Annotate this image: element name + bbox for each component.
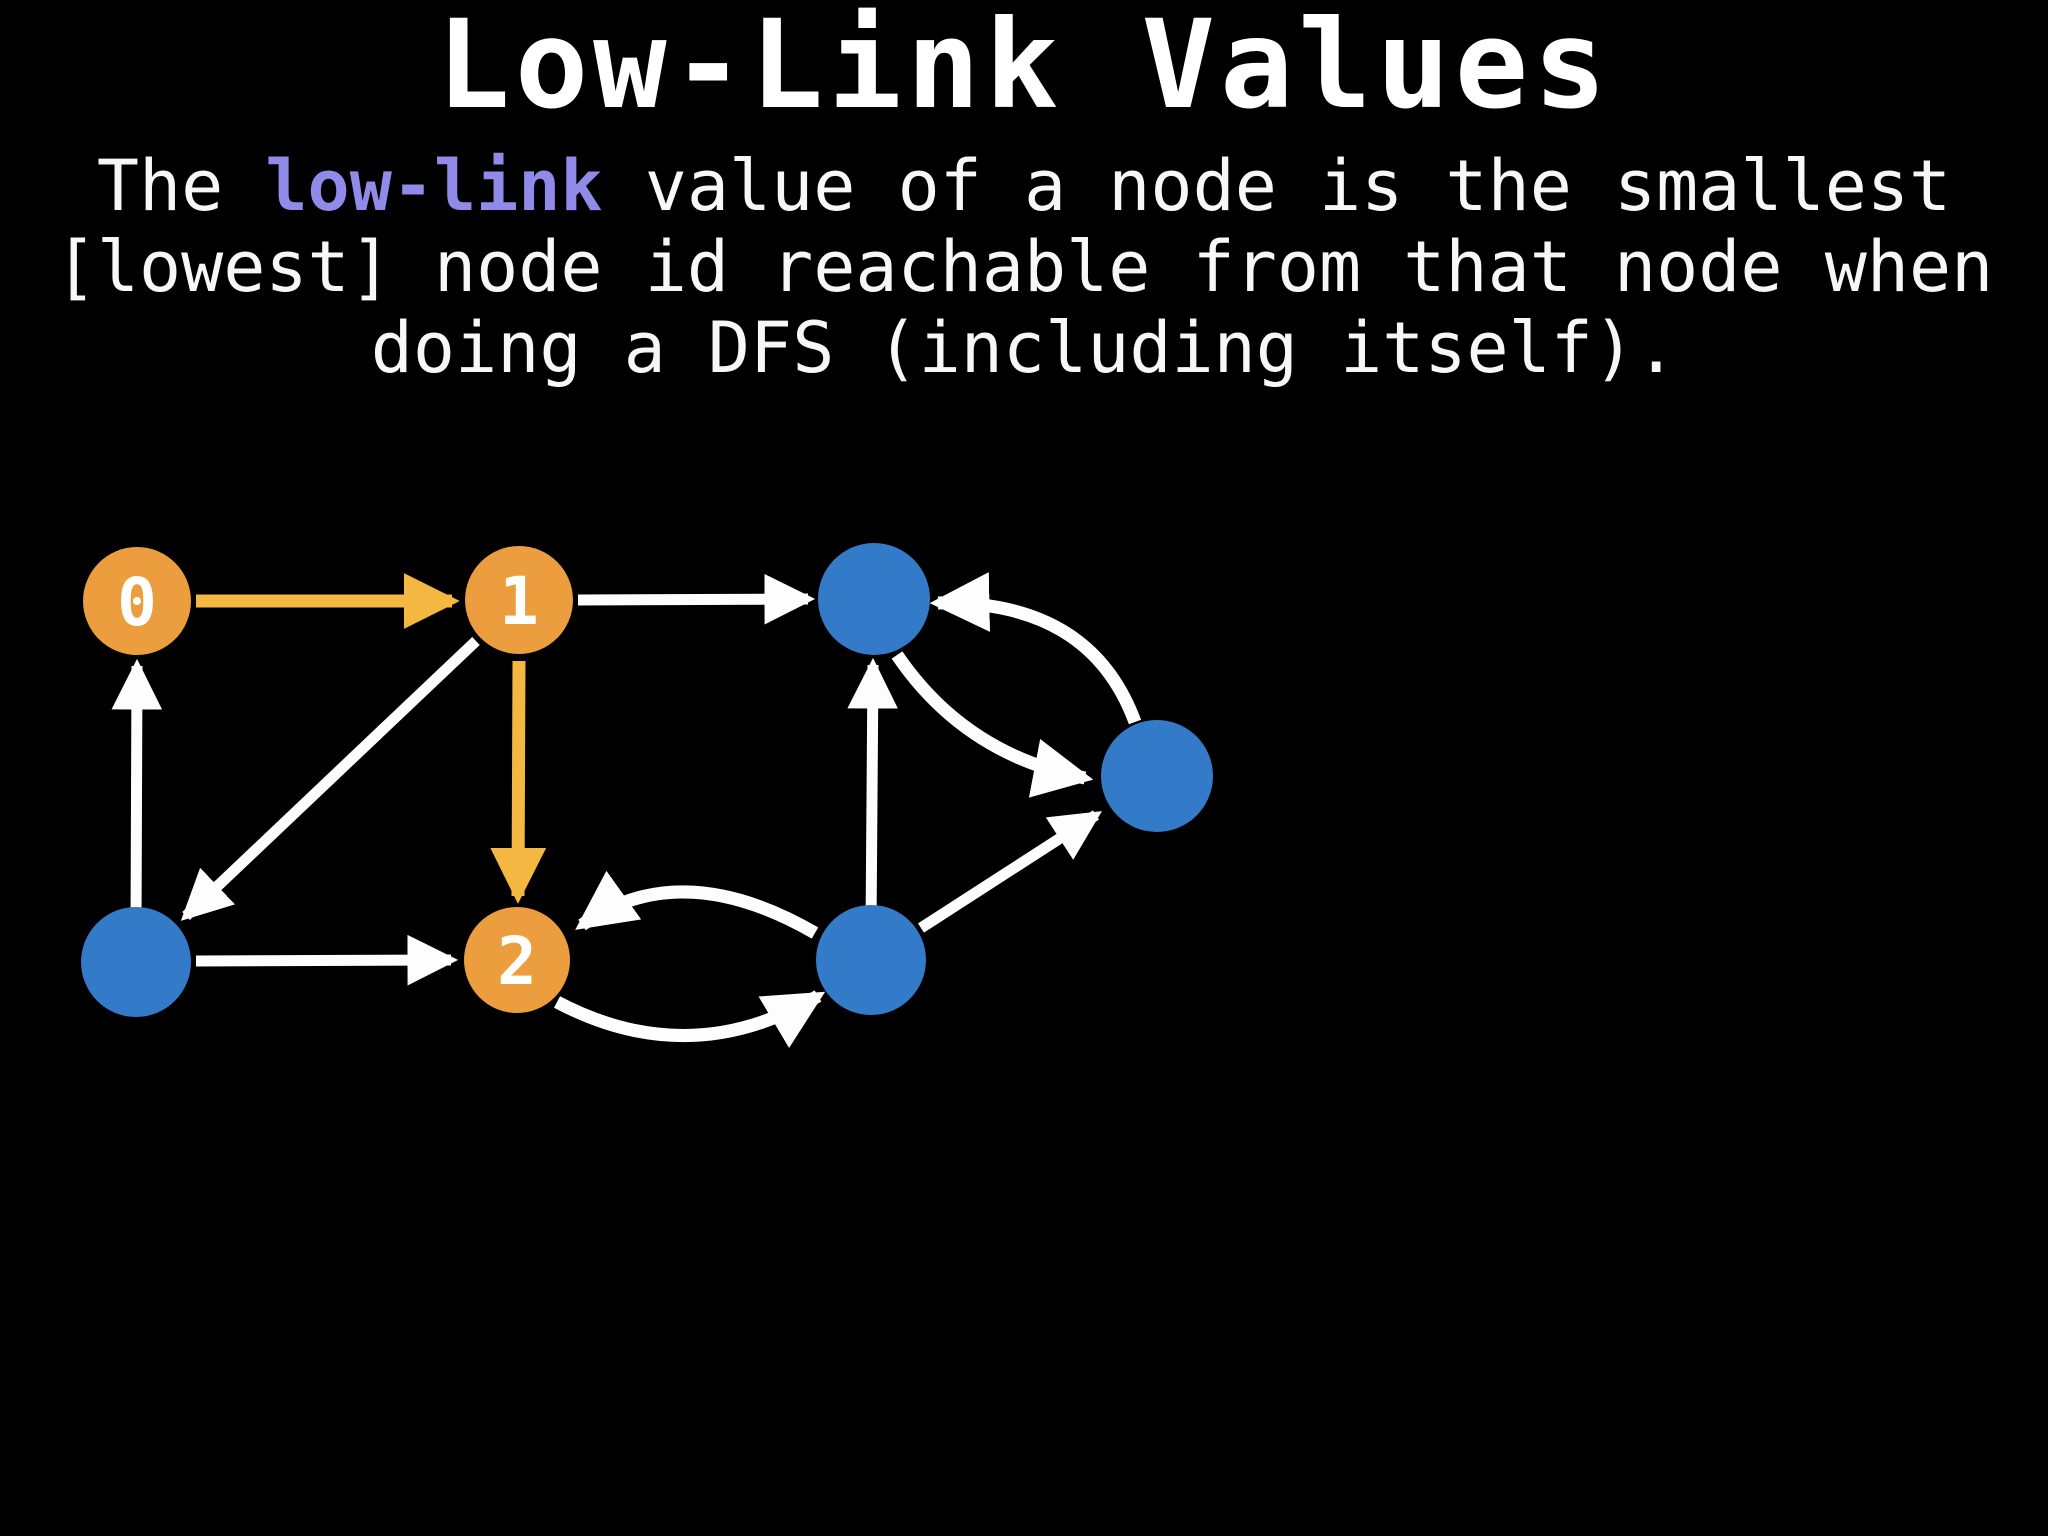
- node-bottom-mid-blue: [816, 905, 926, 1015]
- edge-1-to-2-dfs-arrow: [490, 660, 547, 904]
- node-2: [464, 907, 570, 1013]
- edge-1-to-top-blue: [577, 573, 816, 625]
- node-1-label: 1: [499, 563, 539, 640]
- edge-bottom-left-blue-to-2: [195, 934, 459, 986]
- edge-bottom-mid-blue-to-2-curved: [575, 870, 819, 939]
- edge-bottom-mid-blue-to-right-blue: [918, 810, 1102, 933]
- subtitle: The low-link value of a node is the smal…: [0, 146, 2048, 389]
- subtitle-line1-after: value of a node is the smallest: [602, 145, 1952, 227]
- subtitle-line-3: doing a DFS (including itself).: [370, 307, 1678, 389]
- edge-right-blue-to-top-blue-curved: [929, 572, 1142, 725]
- edge-2-to-bottom-mid-blue-curved: [553, 990, 826, 1048]
- node-right-blue: [1101, 720, 1213, 832]
- node-top-blue: [818, 543, 930, 655]
- page-title: Low-Link Values: [436, 0, 1612, 136]
- node-bottom-left-blue: [81, 907, 191, 1017]
- node-2-label: 2: [497, 923, 537, 1000]
- subtitle-line-2: [lowest] node id reachable from that nod…: [54, 226, 1994, 308]
- node-0: [83, 547, 191, 655]
- subtitle-line-1: The low-link value of a node is the smal…: [0, 146, 2048, 227]
- node-1: [465, 546, 573, 654]
- edge-bottom-mid-blue-to-top-blue: [847, 657, 898, 931]
- edge-top-blue-to-right-blue-curved: [891, 651, 1094, 798]
- node-0-label: 0: [117, 564, 157, 641]
- edge-1-to-bottom-left-blue: [180, 637, 480, 921]
- subtitle-line1-before: The: [96, 145, 266, 227]
- edge-bottom-left-blue-to-0: [111, 658, 163, 931]
- low-link-highlight: low-link: [265, 145, 603, 227]
